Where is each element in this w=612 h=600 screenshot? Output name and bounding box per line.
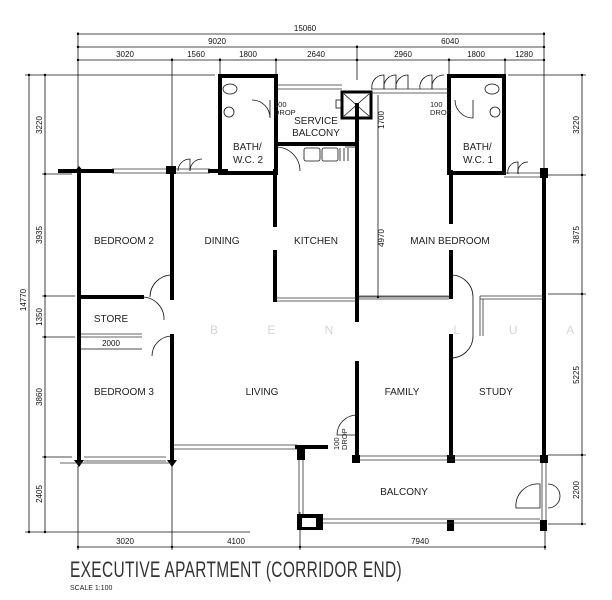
dim-right-seg: 2200 bbox=[572, 481, 581, 499]
drop-value-balcony: 100 bbox=[332, 437, 341, 450]
dim-top-seg: 2640 bbox=[307, 50, 325, 59]
room-label-living: LIVING bbox=[246, 387, 279, 398]
room-label-bath-wc-1: BATH/ bbox=[463, 142, 492, 153]
sink-icon bbox=[303, 147, 321, 162]
dim-right-seg: 3220 bbox=[572, 116, 581, 134]
room-label-bedroom-2: BEDROOM 2 bbox=[94, 236, 154, 247]
dim-left-seg: 3860 bbox=[35, 388, 44, 406]
dim-service-balcony-depth: 1700 bbox=[377, 111, 386, 129]
drop-label-bath1: DROP bbox=[430, 108, 452, 117]
dim-bottom-seg: 4100 bbox=[227, 537, 245, 546]
walls bbox=[58, 74, 548, 531]
room-label-dining: DINING bbox=[205, 236, 240, 247]
dim-bottom-seg: 3020 bbox=[116, 537, 134, 546]
bottom-dimensions: 3020 4100 7940 bbox=[76, 466, 547, 550]
dim-top-left-group: 9020 bbox=[208, 37, 226, 46]
room-label-service-balcony: SERVICE bbox=[294, 116, 338, 127]
room-label-store: STORE bbox=[94, 314, 129, 325]
dim-top-seg: 1800 bbox=[239, 50, 257, 59]
room-label-family: FAMILY bbox=[385, 387, 420, 398]
dim-top-right-group: 6040 bbox=[441, 37, 459, 46]
plan-scale: SCALE 1:100 bbox=[70, 585, 113, 592]
toilet-icon bbox=[222, 83, 238, 95]
top-dimensions: 15060 9020 6040 3020 1560 1800 2640 2960… bbox=[76, 24, 546, 170]
room-label-main-bedroom: MAIN BEDROOM bbox=[410, 236, 489, 247]
dim-bottom-seg: 7940 bbox=[411, 537, 429, 546]
dim-left-seg: 3935 bbox=[35, 226, 44, 244]
drop-value-bath1: 100 bbox=[430, 100, 443, 109]
room-label-kitchen: KITCHEN bbox=[294, 236, 338, 247]
left-dimensions: 14770 3220 3935 1350 3860 2405 bbox=[19, 73, 250, 534]
drop-value-bath2: 100 bbox=[274, 100, 287, 109]
basin-icon bbox=[223, 106, 235, 118]
room-label-study: STUDY bbox=[479, 387, 513, 398]
room-label-bedroom-3: BEDROOM 3 bbox=[94, 387, 154, 398]
dim-left-seg: 1350 bbox=[35, 308, 44, 326]
dim-right-seg: 5225 bbox=[572, 366, 581, 384]
room-label-balcony: BALCONY bbox=[380, 487, 428, 498]
room-labels: BEDROOM 2 STORE BEDROOM 3 DINING KITCHEN… bbox=[94, 116, 513, 498]
dim-main-bedroom-depth: 4970 bbox=[377, 229, 386, 247]
dim-store-width: 2000 bbox=[102, 339, 120, 348]
watermark: B E N L U A bbox=[210, 323, 588, 337]
fixtures bbox=[222, 83, 501, 162]
room-label-bath-wc-2: W.C. 2 bbox=[233, 155, 263, 166]
dim-top-overall: 15060 bbox=[294, 24, 317, 33]
dim-top-seg: 1560 bbox=[187, 50, 205, 59]
doors bbox=[141, 74, 561, 509]
dim-top-seg: 1800 bbox=[467, 50, 485, 59]
dim-top-seg: 3020 bbox=[116, 50, 134, 59]
dim-left-overall: 14770 bbox=[19, 288, 28, 311]
interior-dimensions: 4970 1700 2000 bbox=[81, 95, 449, 350]
windows bbox=[60, 84, 547, 524]
room-label-service-balcony: BALCONY bbox=[292, 128, 340, 139]
sink-icon bbox=[321, 147, 339, 162]
plan-title: EXECUTIVE APARTMENT (CORRIDOR END) bbox=[70, 557, 402, 582]
dim-left-seg: 2405 bbox=[35, 485, 44, 503]
right-dimensions: 3220 3875 5225 2200 bbox=[508, 73, 586, 526]
dim-left-seg: 3220 bbox=[35, 116, 44, 134]
basin-icon bbox=[489, 106, 501, 118]
drop-label-bath2: DROP bbox=[274, 108, 296, 117]
room-label-bath-wc-1: W.C. 1 bbox=[463, 155, 493, 166]
toilet-icon bbox=[484, 83, 500, 95]
dim-top-seg: 2960 bbox=[394, 50, 412, 59]
drop-notes: 100 DROP 100 DROP 100 DROP bbox=[274, 100, 452, 450]
drop-label-balcony: DROP bbox=[340, 428, 349, 450]
meter-icon bbox=[335, 99, 342, 109]
room-label-bath-wc-2: BATH/ bbox=[233, 142, 262, 153]
dim-top-seg: 1280 bbox=[515, 50, 533, 59]
dim-right-seg: 3875 bbox=[572, 226, 581, 244]
